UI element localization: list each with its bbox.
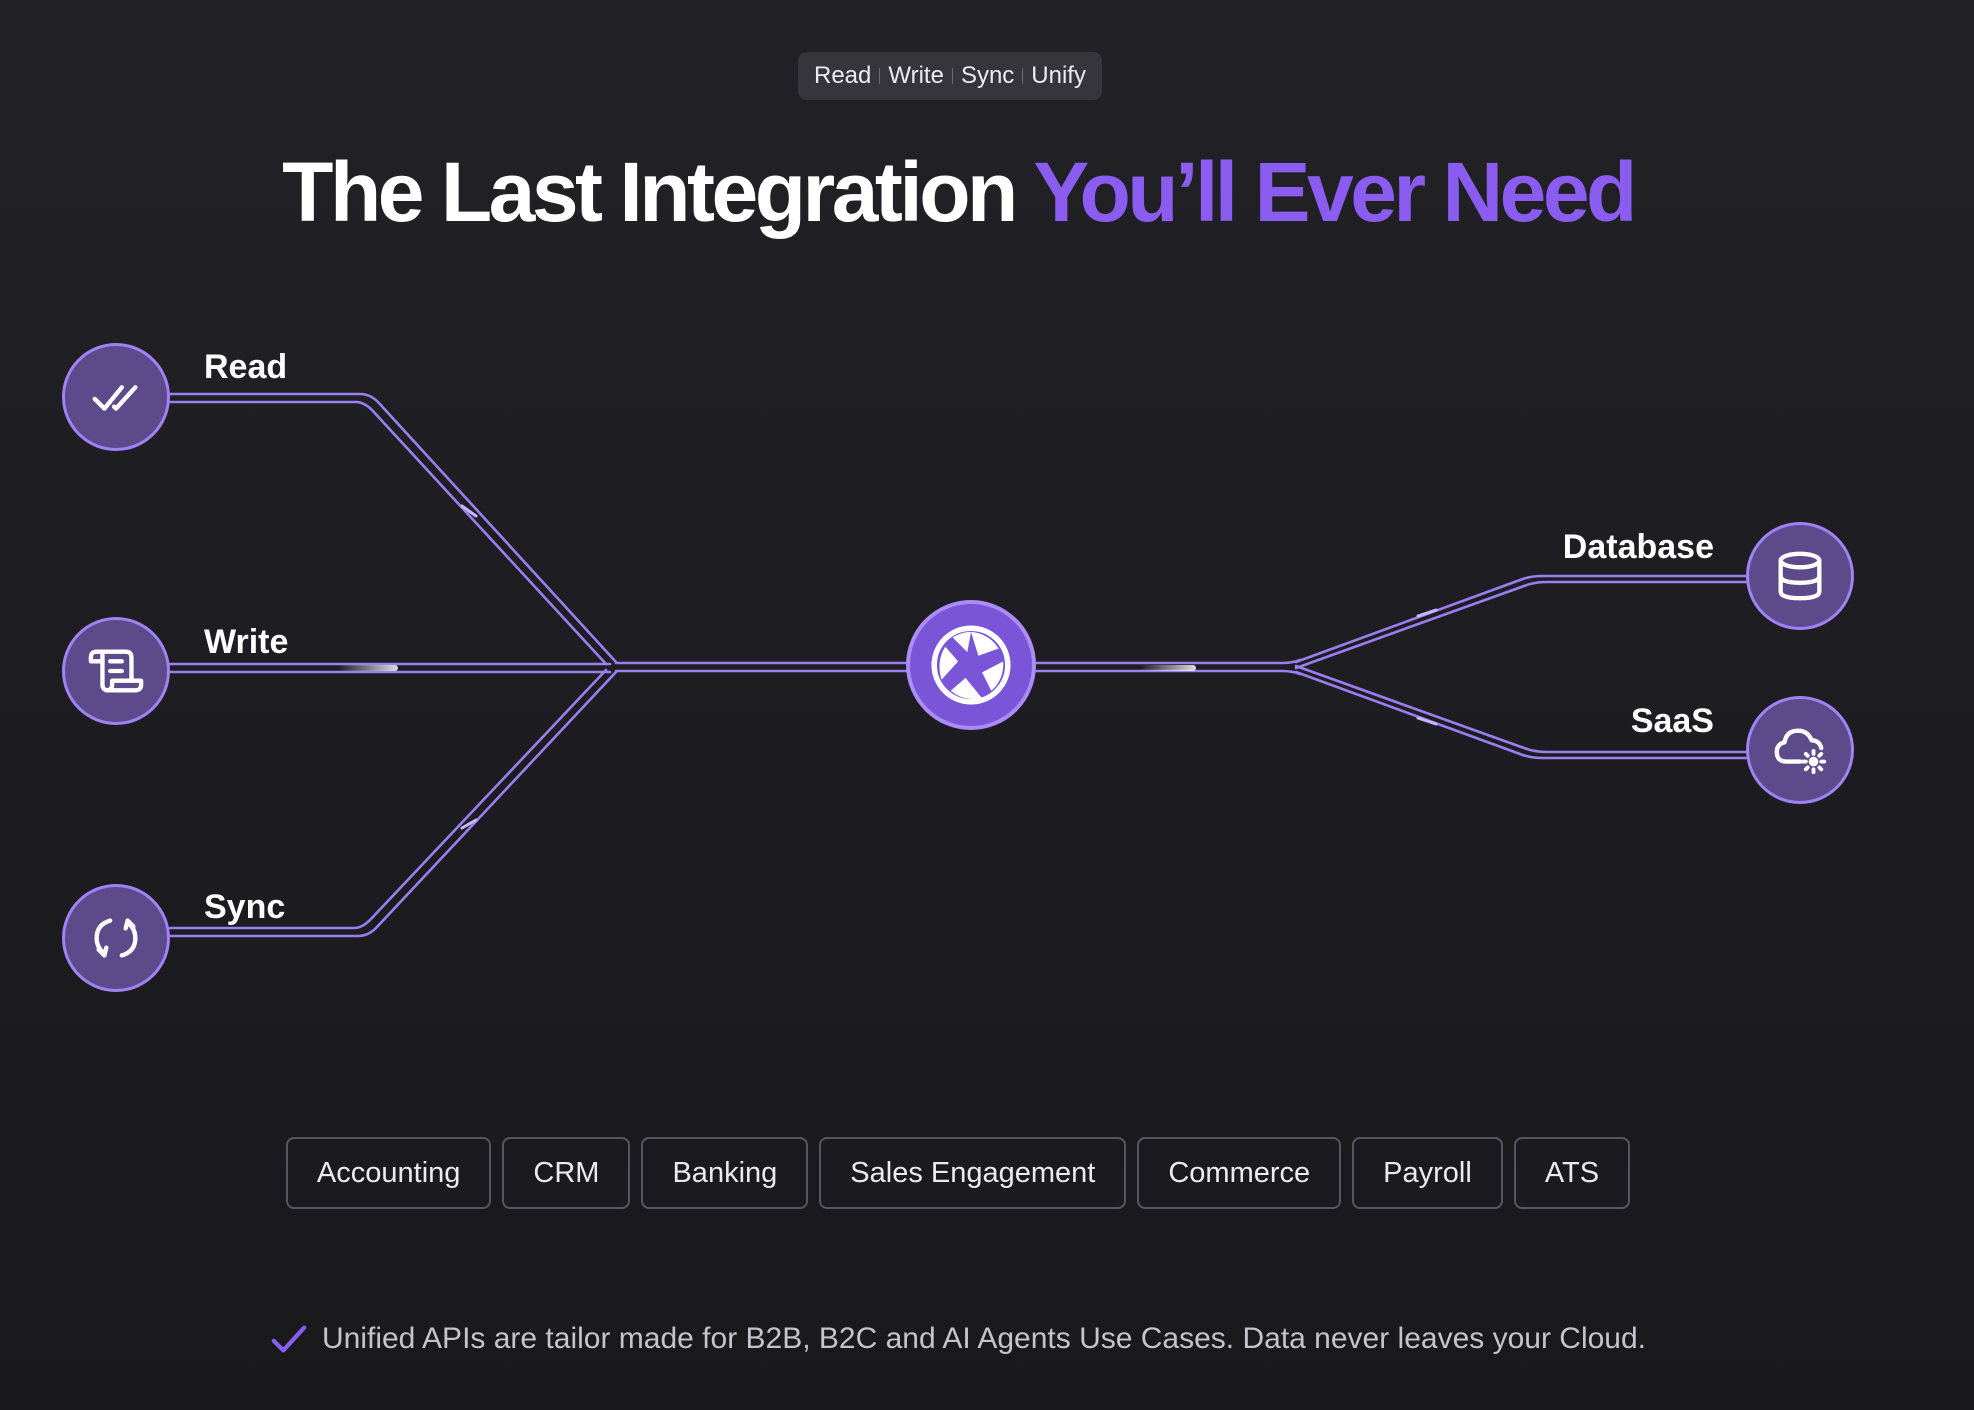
chip-ats[interactable]: ATS — [1513, 1137, 1631, 1209]
chip-sales-engagement[interactable]: Sales Engagement — [819, 1137, 1127, 1209]
spark-write-line — [338, 665, 398, 671]
target-label-saas: SaaS — [1630, 702, 1714, 740]
line-trunk-right-upper — [1032, 658, 1302, 665]
pill-nav-separator — [1022, 68, 1024, 84]
chip-banking[interactable]: Banking — [641, 1137, 809, 1209]
category-chip-row: Accounting CRM Banking Sales Engagement … — [0, 1137, 1916, 1209]
top-pill-nav: Read Write Sync Unify — [798, 52, 1102, 100]
aperture-logo-icon — [931, 625, 1011, 705]
target-node-saas[interactable] — [1746, 696, 1854, 804]
connection-lines — [168, 392, 1750, 938]
pill-nav-separator — [951, 68, 953, 84]
line-trunk-right-lower — [1032, 669, 1302, 676]
pill-nav-item-unify[interactable]: Unify — [1031, 62, 1086, 89]
chip-crm[interactable]: CRM — [502, 1137, 631, 1209]
line-read-inner — [168, 400, 608, 666]
pill-nav-item-sync[interactable]: Sync — [960, 62, 1015, 89]
pill-nav-item-read[interactable]: Read — [814, 62, 872, 89]
database-icon — [1778, 551, 1822, 601]
double-check-icon — [92, 385, 138, 411]
headline-main-text: The Last Integration — [282, 145, 1034, 239]
source-node-sync[interactable] — [62, 884, 170, 992]
line-database-outer — [1294, 574, 1750, 664]
line-sync-inner — [168, 668, 608, 930]
target-node-database[interactable] — [1746, 522, 1854, 630]
spark-database-line — [1416, 608, 1438, 618]
line-read-outer — [168, 392, 618, 664]
spark-hub-line — [1140, 665, 1196, 671]
chip-accounting[interactable]: Accounting — [285, 1137, 492, 1209]
target-label-database: Database — [1562, 528, 1714, 566]
scroll-document-icon — [88, 649, 144, 693]
pill-nav-separator — [879, 68, 881, 84]
spark-sync-line — [460, 818, 478, 830]
chip-commerce[interactable]: Commerce — [1137, 1137, 1342, 1209]
line-sync-outer — [168, 670, 618, 938]
central-hub-node[interactable] — [906, 600, 1036, 730]
spark-saas-line — [1416, 716, 1438, 726]
line-database-inner — [1294, 580, 1750, 670]
page-headline: The Last Integration You’ll Ever Need — [0, 140, 1916, 244]
pill-nav-item-write[interactable]: Write — [888, 62, 944, 89]
headline-accent-text: You’ll Ever Need — [1033, 145, 1637, 239]
chip-payroll[interactable]: Payroll — [1352, 1137, 1503, 1209]
footer-note-text: Unified APIs are tailor made for B2B, B2… — [321, 1322, 1647, 1355]
integration-diagram: Read Write Sync Database SaaS — [62, 343, 1854, 992]
source-label-sync: Sync — [204, 888, 286, 926]
sync-arrows-icon — [94, 918, 138, 958]
source-label-write: Write — [204, 623, 289, 661]
cloud-gear-icon — [1774, 728, 1827, 775]
spark-read-line — [460, 504, 478, 518]
source-node-write[interactable] — [62, 617, 170, 725]
source-node-read[interactable] — [62, 343, 170, 451]
line-saas-outer — [1294, 670, 1750, 760]
footer-note: Unified APIs are tailor made for B2B, B2… — [0, 1320, 1916, 1358]
line-saas-inner — [1294, 664, 1750, 754]
checkmark-icon — [271, 1325, 307, 1353]
source-label-read: Read — [204, 348, 288, 386]
